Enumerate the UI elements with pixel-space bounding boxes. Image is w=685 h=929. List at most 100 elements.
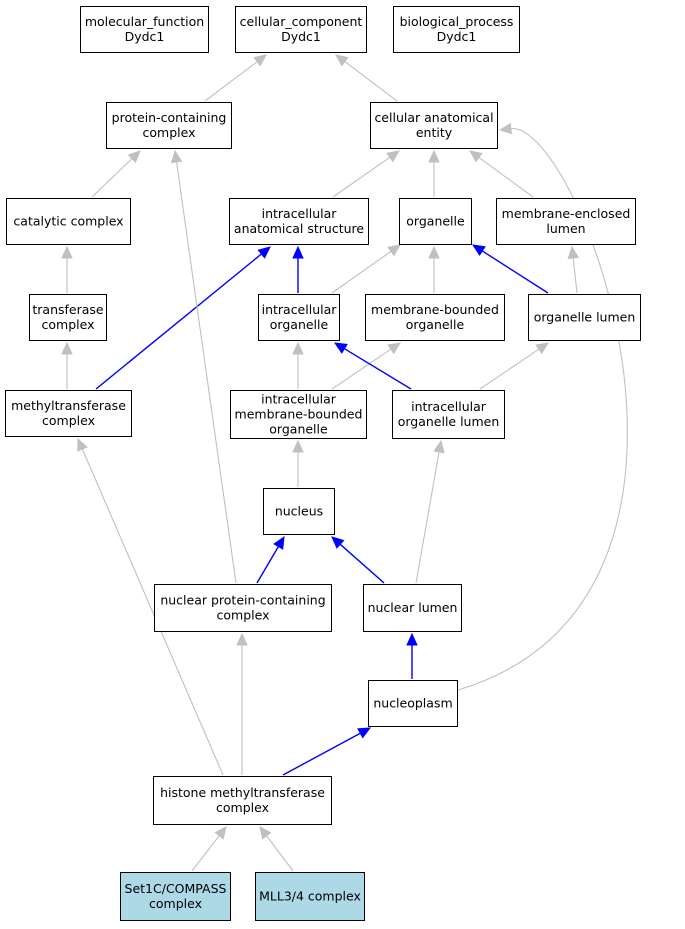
node-box: [29, 294, 107, 341]
edge-arrowhead: [292, 245, 304, 259]
node-label-line: complex: [42, 317, 95, 332]
edge-line: [204, 61, 258, 102]
node-nucleoplasm[interactable]: nucleoplasm: [368, 680, 458, 727]
edge-line: [344, 61, 398, 102]
edge-arrowhead: [77, 437, 88, 452]
edge-arrowhead: [253, 54, 267, 67]
node-label-line: biological_process: [400, 14, 514, 29]
node-label-line: cellular anatomical: [374, 110, 493, 125]
edge-arrowhead: [292, 439, 304, 453]
edge-line: [339, 543, 385, 584]
node-nuclear-lumen[interactable]: nuclear lumen: [363, 584, 462, 632]
node-label-line: intracellular: [261, 392, 337, 407]
node-organelle[interactable]: organelle: [399, 198, 472, 245]
edge-organelle-to-cellular-anatomical-entity: [428, 149, 440, 197]
node-box: [6, 198, 131, 245]
edge-arrowhead: [127, 150, 141, 164]
node-box: [393, 6, 520, 53]
edge-organelle-lumen-to-membrane-enclosed-lumen: [567, 245, 580, 294]
edge-arrowhead: [567, 245, 580, 260]
node-label-line: organelle lumen: [398, 414, 500, 429]
edge-line: [572, 257, 578, 294]
edge-line: [191, 835, 220, 872]
edge-intracellular-membrane-bounded-organelle-to-intracellular-organelle: [292, 341, 304, 389]
edge-arrowhead: [386, 150, 400, 163]
node-box: [365, 294, 505, 341]
edge-arrowhead: [61, 341, 73, 355]
edges-layer: [61, 54, 628, 872]
node-label-line: lumen: [546, 221, 585, 236]
edge-line: [479, 348, 540, 390]
edge-intracellular-membrane-bounded-organelle-to-membrane-bounded-organelle: [331, 342, 401, 390]
node-mll3-4-complex[interactable]: MLL3/4 complex: [255, 872, 365, 921]
node-box: [230, 390, 367, 439]
node-catalytic-complex[interactable]: catalytic complex: [6, 198, 131, 245]
node-box: [106, 102, 232, 149]
node-box: [80, 6, 209, 53]
node-box: [255, 872, 365, 921]
edge-arrowhead: [535, 342, 549, 355]
edge-intracellular-organelle-lumen-to-intracellular-organelle: [333, 342, 412, 390]
edge-line: [81, 448, 224, 776]
edge-methyltransferase-complex-to-transferase-complex: [61, 341, 73, 389]
node-box: [392, 390, 505, 439]
edge-histone-methyltransferase-complex-to-methyltransferase-complex: [77, 437, 224, 776]
edge-arrowhead: [406, 632, 418, 646]
edge-membrane-bounded-organelle-to-organelle: [428, 245, 440, 293]
node-label-line: organelle: [269, 422, 328, 437]
node-box: [528, 294, 641, 341]
node-label-line: complex: [149, 896, 202, 911]
edge-arrowhead: [357, 727, 372, 739]
node-organelle-lumen[interactable]: organelle lumen: [528, 294, 641, 341]
node-box: [368, 680, 458, 727]
edge-catalytic-complex-to-protein-containing-complex: [91, 150, 141, 198]
node-label-line: anatomical structure: [234, 221, 364, 236]
node-label-line: complex: [143, 125, 196, 140]
edge-arrowhead: [498, 122, 513, 135]
node-box: [5, 390, 132, 437]
edge-transferase-complex-to-catalytic-complex: [61, 245, 73, 293]
edge-arrowhead: [433, 439, 445, 454]
edge-arrowhead: [333, 342, 348, 354]
node-box: [496, 198, 636, 245]
edge-arrowhead: [428, 149, 440, 163]
node-label-line: methyltransferase: [11, 398, 126, 413]
edge-mll3-4-complex-to-histone-methyltransferase-complex: [259, 826, 294, 872]
node-box: [370, 102, 498, 149]
edge-intracellular-organelle-to-intracellular-anatomical-structure: [292, 245, 304, 293]
edge-organelle-lumen-to-organelle: [471, 244, 549, 294]
edge-nuclear-protein-containing-complex-to-protein-containing-complex: [170, 149, 237, 584]
edge-nucleus-to-intracellular-membrane-bounded-organelle: [292, 439, 304, 487]
edge-line: [457, 128, 628, 691]
node-box: [258, 294, 340, 341]
node-label-line: nuclear lumen: [368, 600, 458, 615]
node-nucleus[interactable]: nucleus: [263, 488, 335, 535]
edge-arrowhead: [471, 244, 486, 257]
edge-arrowhead: [387, 244, 401, 257]
node-label-line: membrane-enclosed: [502, 206, 631, 221]
edge-arrowhead: [292, 341, 304, 355]
node-label-line: organelle: [406, 214, 465, 229]
edge-arrowhead: [469, 150, 483, 163]
node-label-line: complex: [216, 800, 269, 815]
node-label-line: nuclear protein-containing: [160, 593, 325, 608]
edge-line: [331, 250, 392, 294]
node-label-line: intracellular: [411, 399, 487, 414]
